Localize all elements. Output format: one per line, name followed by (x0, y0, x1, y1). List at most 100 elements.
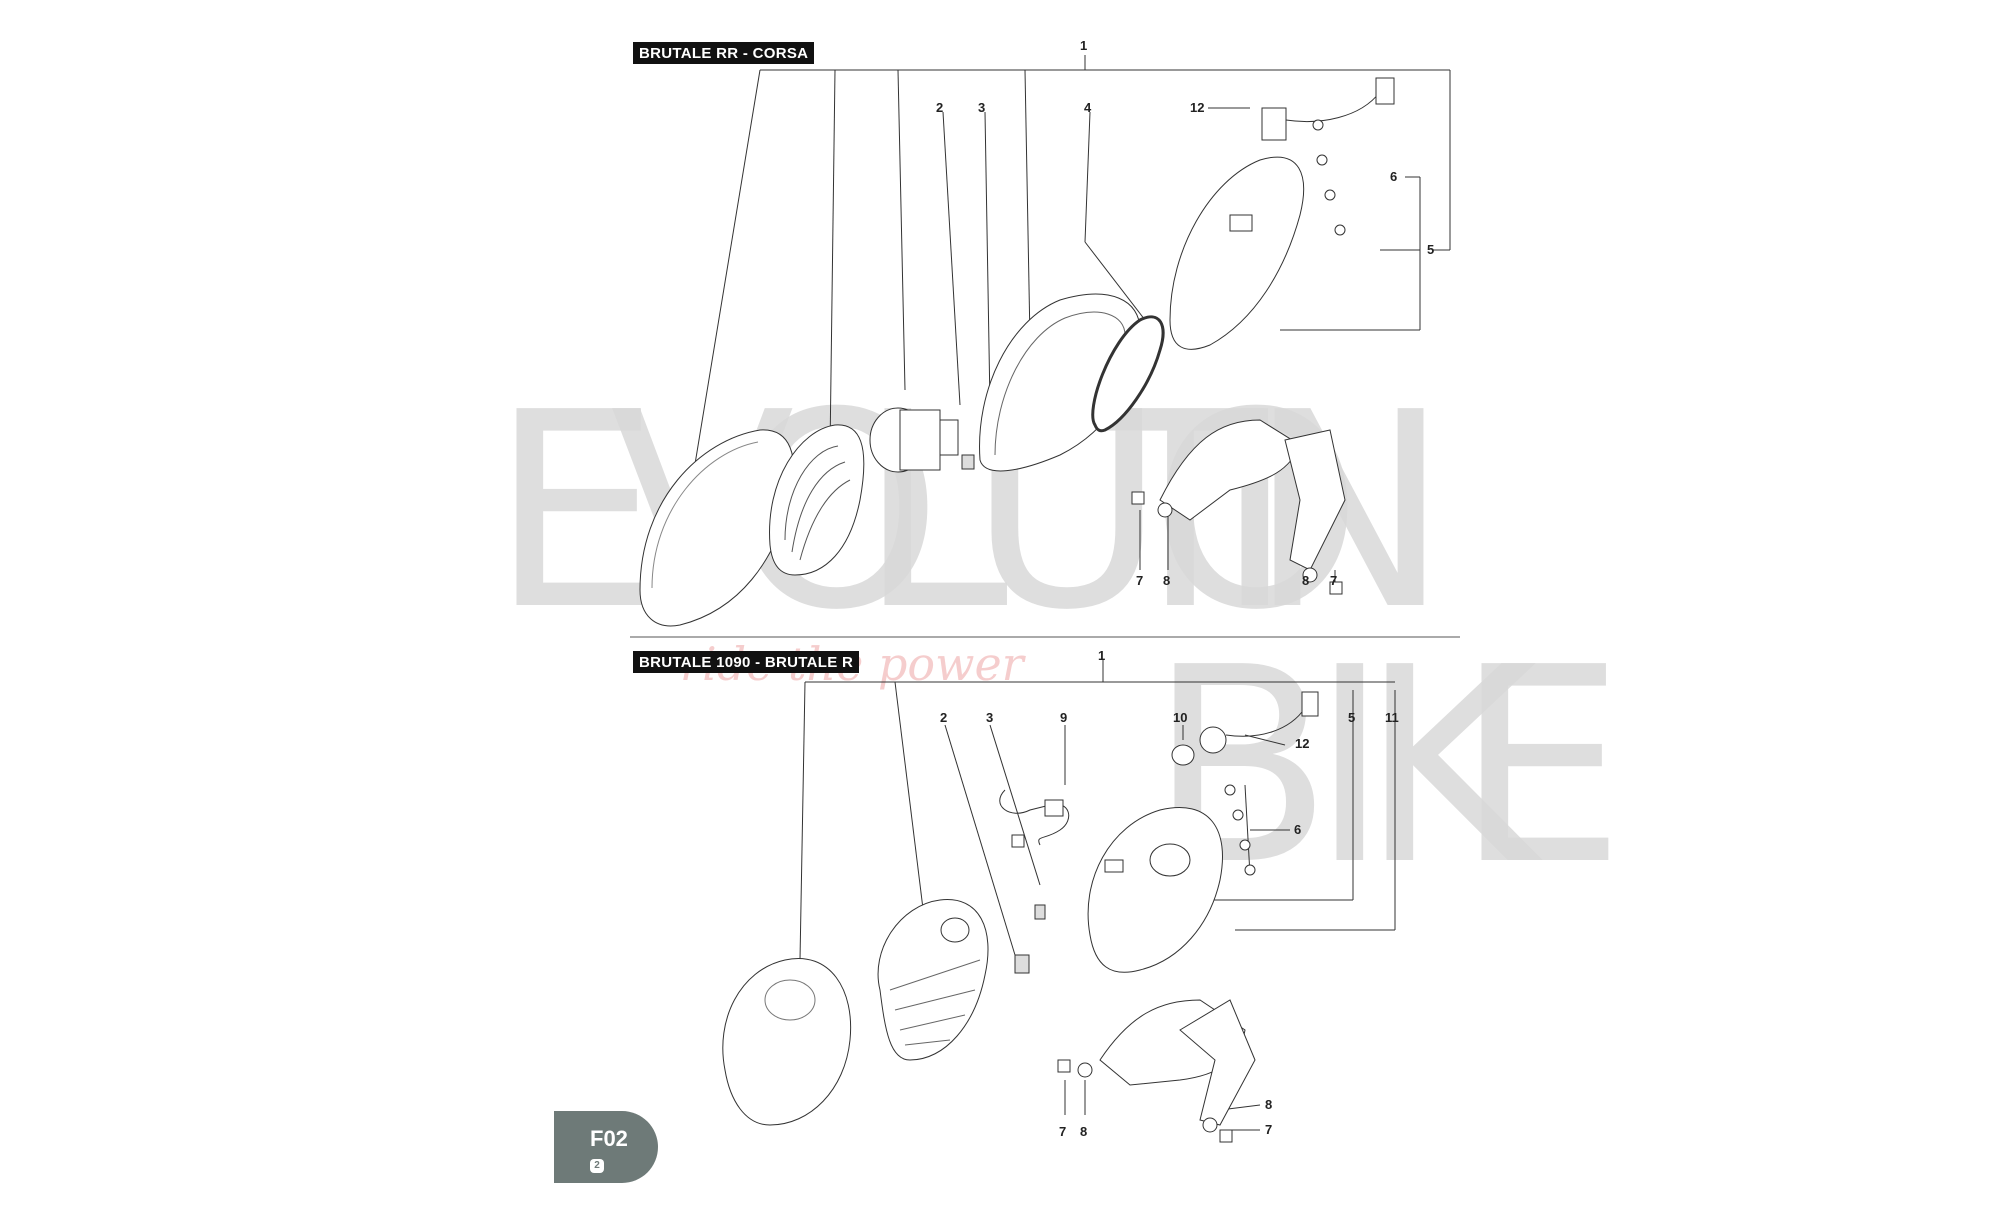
leader-line (897, 69, 906, 391)
leader-line (944, 724, 1016, 956)
projector-body (899, 409, 941, 471)
leader-line (1024, 69, 1031, 341)
watermark-letter: I (1310, 609, 1390, 924)
callout-label: 8 (1302, 573, 1309, 588)
grommet (1302, 567, 1318, 583)
connector-12 (1199, 726, 1227, 754)
housing-gasket (1091, 315, 1165, 433)
page-badge: F02 2 (554, 1111, 658, 1183)
bulb (961, 454, 975, 470)
rear-cover (1169, 156, 1305, 350)
callout-label: 7 (1136, 573, 1143, 588)
callout-label: 11 (1385, 710, 1399, 725)
leader-line (942, 111, 961, 406)
mounting-bracket-arm (1179, 999, 1256, 1126)
screw (1239, 839, 1251, 851)
section-rr-corsa-callouts: 1 2 3 4 12 6 5 7 8 8 7 (936, 38, 1434, 588)
connector-cable (1225, 707, 1306, 737)
rubber-cap (1171, 744, 1195, 766)
callout-label: 7 (1330, 573, 1337, 588)
watermark-letter: E (490, 354, 661, 669)
leader-line (799, 681, 806, 961)
callout-label: 2 (936, 100, 943, 115)
callout-label: 2 (940, 710, 947, 725)
reflector-housing (769, 424, 865, 576)
screw (1232, 809, 1244, 821)
housing-rim (994, 311, 1126, 456)
bolt (1131, 491, 1145, 505)
watermark-letter: E (1455, 609, 1626, 924)
section-1090-r-callouts: 1 2 3 9 10 12 5 11 6 7 8 8 7 (940, 648, 1399, 1139)
callout-label: 7 (1059, 1124, 1066, 1139)
bulb (1034, 904, 1046, 920)
callout-label: 1 (1080, 38, 1087, 53)
leader-line (829, 69, 836, 451)
housing-clip (1104, 859, 1124, 873)
section-rr-corsa (639, 55, 1451, 627)
callout-label: 9 (1060, 710, 1067, 725)
screw (1224, 784, 1236, 796)
lens-highlight (651, 441, 759, 589)
lens-window (764, 979, 816, 1021)
leader-line (989, 724, 1041, 886)
watermark-letter: K (1360, 609, 1546, 924)
section-title-rr-corsa: BRUTALE RR - CORSA (633, 42, 815, 64)
grommet (1202, 1117, 1218, 1133)
bolt (1329, 581, 1343, 595)
callout-label: 5 (1427, 242, 1434, 257)
screw (1244, 864, 1256, 876)
connector (1011, 834, 1025, 848)
bulb (1014, 954, 1030, 974)
callout-label: 6 (1294, 822, 1301, 837)
housing-opening (1149, 843, 1191, 877)
leader-line (1084, 111, 1091, 243)
projector-mount (939, 419, 959, 456)
reflector-grille (889, 959, 981, 1046)
callout-label: 1 (1098, 648, 1105, 663)
callout-label: 8 (1163, 573, 1170, 588)
screw (1334, 224, 1346, 236)
callout-label: 8 (1265, 1097, 1272, 1112)
watermark-letter: N (1248, 354, 1450, 669)
bolt (1057, 1059, 1071, 1073)
reflector-housing (877, 899, 989, 1061)
bolt (1219, 1129, 1233, 1143)
callout-label: 3 (986, 710, 993, 725)
wiring-harness (999, 789, 1070, 846)
screw (1324, 189, 1336, 201)
socket (1044, 799, 1064, 817)
callout-label: 6 (1390, 169, 1397, 184)
grommet (1157, 502, 1173, 518)
leader-line (1244, 784, 1251, 876)
screw (1316, 154, 1328, 166)
page-sub-badge: 2 (590, 1159, 604, 1173)
callout-label: 12 (1190, 100, 1204, 115)
connector-cable (1285, 91, 1381, 122)
connector-plug (1301, 691, 1319, 717)
leader-line (1084, 241, 1146, 321)
callout-label: 10 (1173, 710, 1187, 725)
reflector-socket (940, 917, 970, 943)
callout-label: 8 (1080, 1124, 1087, 1139)
page-code: F02 (590, 1126, 628, 1151)
leader-line (984, 111, 991, 406)
callout-label: 12 (1295, 736, 1309, 751)
headlight-housing (1087, 807, 1223, 973)
grommet (1077, 1062, 1093, 1078)
callout-label: 3 (978, 100, 985, 115)
reflector-grille (784, 445, 851, 561)
mounting-bracket (1159, 419, 1301, 521)
connector-plug (1375, 77, 1395, 105)
section-1090-r (722, 660, 1396, 1143)
section-title-1090-r: BRUTALE 1090 - BRUTALE R (633, 651, 860, 673)
callout-label: 4 (1084, 100, 1092, 115)
callout-label: 7 (1265, 1122, 1272, 1137)
connector-12 (1261, 107, 1287, 141)
leader-line (1244, 734, 1286, 746)
rear-cover-plate (1229, 214, 1253, 232)
headlight-lens (722, 958, 852, 1126)
screw (1312, 119, 1324, 131)
callout-label: 5 (1348, 710, 1355, 725)
